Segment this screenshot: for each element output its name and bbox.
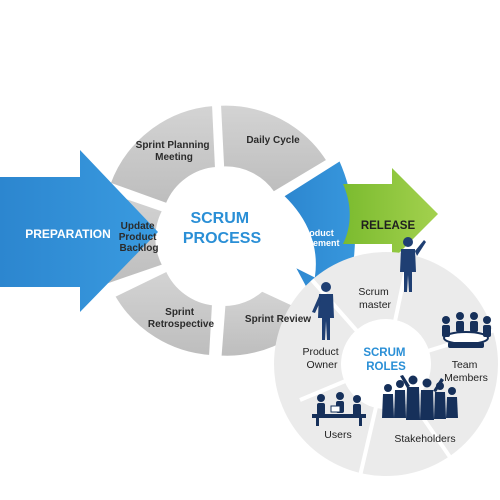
label-product-increment: Product Increment xyxy=(296,228,339,248)
segment-sprint-planning xyxy=(107,102,219,207)
release-label: RELEASE xyxy=(361,220,416,232)
label-update-backlog: Update Product Backlog xyxy=(119,221,160,254)
label-daily-cycle: Daily Cycle xyxy=(246,135,300,146)
product-owner-person-icon xyxy=(312,282,334,340)
label-sprint-planning: Sprint Planning Meeting xyxy=(136,140,213,163)
label-scrum-master: Scrum master xyxy=(358,286,391,311)
preparation-label: PREPARATION xyxy=(25,227,111,241)
label-product-owner: Product Owner xyxy=(302,346,341,371)
label-stakeholders: Stakeholders xyxy=(394,433,455,445)
preparation-arrow xyxy=(0,150,158,312)
scrum-process-title: SCRUM PROCESS xyxy=(183,210,262,247)
segment-sprint-retrospective xyxy=(111,267,216,359)
scrum-roles-title: SCRUM ROLES xyxy=(363,347,408,373)
stakeholders-crowd-icon xyxy=(382,375,458,420)
scrum-master-person-icon xyxy=(400,237,426,292)
release-arrow xyxy=(343,168,438,260)
segment-daily-cycle xyxy=(217,102,331,196)
team-meeting-icon xyxy=(442,312,491,348)
label-sprint-retrospective: Sprint Retrospective xyxy=(148,307,215,330)
users-at-desk-icon xyxy=(312,392,366,426)
label-sprint-review: Sprint Review xyxy=(245,314,311,325)
label-team-members: Team Members xyxy=(444,359,488,384)
label-users: Users xyxy=(324,429,351,441)
